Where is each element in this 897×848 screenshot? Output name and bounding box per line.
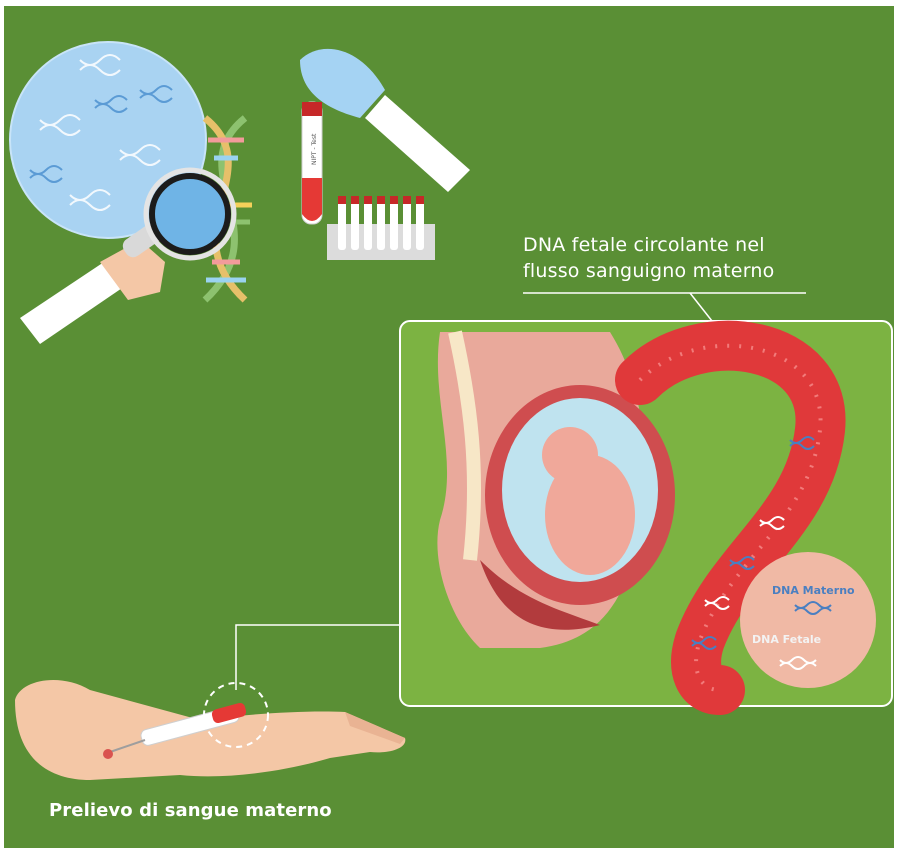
rack-cap (351, 196, 359, 204)
rack-tube (416, 200, 424, 250)
rack-cap (377, 196, 385, 204)
magnifier-icon (152, 176, 228, 252)
rack-cap (416, 196, 424, 204)
pregnancy-panel (400, 321, 892, 706)
rack-cap (364, 196, 372, 204)
callout-line-1: DNA fetale circolante nel (523, 232, 774, 258)
sleeve (365, 95, 470, 192)
rack-cap (403, 196, 411, 204)
rack-tube (351, 200, 359, 250)
callout-line-2: flusso sanguigno materno (523, 258, 774, 284)
callout-title: DNA fetale circolante nel flusso sanguig… (523, 232, 774, 284)
connector-line (236, 625, 400, 690)
rack-cap (390, 196, 398, 204)
legend-circle (740, 552, 876, 688)
caption-text: Prelievo di sangue materno (49, 800, 332, 821)
legend-maternal-label: DNA Materno (772, 584, 855, 597)
legend-fetal-label: DNA Fetale (752, 633, 821, 646)
dna-research-illustration (10, 42, 252, 344)
rack-tube (364, 200, 372, 250)
test-tube-cap (302, 102, 322, 116)
rack-cap (338, 196, 346, 204)
test-tube-blood (302, 178, 322, 221)
rack-tube (338, 200, 346, 250)
tube-rack (327, 196, 435, 260)
tube-label: NIPT - Test (311, 133, 318, 165)
lab-tube-illustration: NIPT - Test (300, 49, 470, 260)
fetus-head (542, 427, 598, 483)
rack-tube (390, 200, 398, 250)
puncture-spot (103, 749, 113, 759)
rack-tube (403, 200, 411, 250)
arm-illustration (15, 680, 405, 780)
rack-tube (377, 200, 385, 250)
